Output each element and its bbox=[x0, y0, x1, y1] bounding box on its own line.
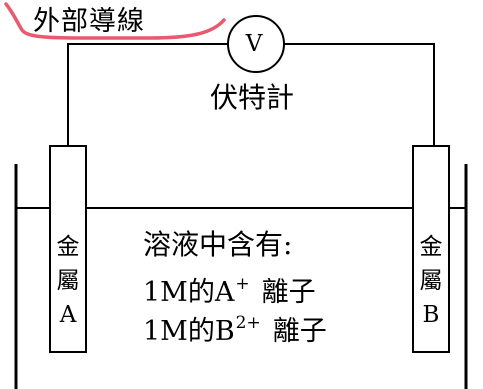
electrode-a-label-line2: 屬 bbox=[56, 268, 80, 294]
electrode-b-label: 金 屬 B bbox=[413, 230, 449, 332]
solution-ion-b-line: 1M的B2+ 離子 bbox=[143, 313, 327, 347]
electrode-b-label-line2: 屬 bbox=[419, 268, 443, 294]
solution-ion-a-line: 1M的A+ 離子 bbox=[143, 274, 316, 308]
external-wire-label: 外部導線 bbox=[33, 6, 145, 37]
ion-b-charge: 2+ bbox=[235, 313, 261, 333]
ion-b-suffix: 離子 bbox=[272, 316, 327, 347]
electrode-a-label-line1: 金 bbox=[56, 234, 80, 260]
electrode-a-label-line3: A bbox=[59, 302, 77, 328]
voltmeter-label: 伏特計 bbox=[210, 81, 295, 114]
ion-b-prefix: 1M的B bbox=[143, 316, 235, 347]
electrode-b-label-line3: B bbox=[422, 302, 440, 328]
ion-a-charge: + bbox=[235, 274, 250, 294]
electrode-a-label: 金 屬 A bbox=[50, 230, 86, 332]
wire-label-highlight bbox=[4, 2, 226, 40]
voltmeter-symbol: V bbox=[245, 31, 263, 57]
external-wire bbox=[67, 43, 435, 146]
electrode-b bbox=[412, 145, 450, 353]
voltmeter-circle bbox=[227, 15, 285, 73]
solution-title: 溶液中含有: bbox=[143, 228, 293, 261]
electrode-b-label-line1: 金 bbox=[419, 234, 443, 260]
ion-a-suffix: 離子 bbox=[261, 277, 316, 308]
electrode-a bbox=[49, 145, 87, 353]
ion-a-prefix: 1M的A bbox=[143, 277, 235, 308]
